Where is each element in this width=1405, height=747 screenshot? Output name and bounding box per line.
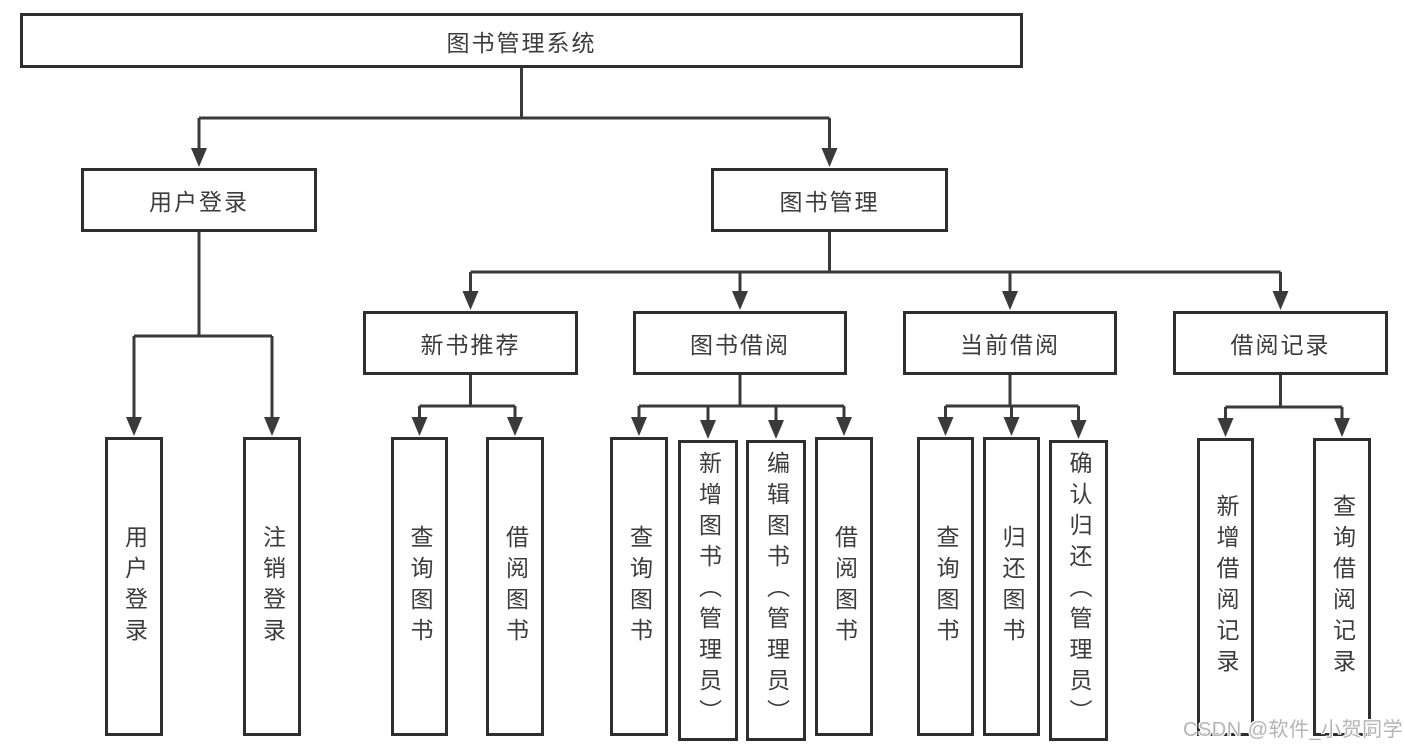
node-label-current-borrow: 当前借阅 xyxy=(960,332,1060,358)
node-bb-query: 查询图书 xyxy=(610,437,668,736)
node-new-book-rec: 新书推荐 xyxy=(363,311,578,375)
node-label-user-login: 用户登录 xyxy=(149,189,249,215)
node-label-new-book-rec: 新书推荐 xyxy=(420,332,521,358)
node-user-login: 用户登录 xyxy=(81,168,317,232)
node-label-borrow-record: 借阅记录 xyxy=(1230,332,1331,358)
node-br-add: 新增借阅记录 xyxy=(1197,438,1254,736)
node-cb-return: 归还图书 xyxy=(983,437,1040,736)
arrowhead-icon xyxy=(462,291,479,310)
node-bb-add: 新增图书（管理员） xyxy=(678,440,738,741)
node-current-borrow: 当前借阅 xyxy=(903,311,1117,375)
node-nb-borrow: 借阅图书 xyxy=(486,437,544,736)
node-label-cb-return: 归还图书 xyxy=(999,524,1025,649)
watermark: CSDN @软件_小贺同学 xyxy=(1183,719,1404,741)
edge-from-current-borrow xyxy=(944,375,1080,422)
arrowhead-icon xyxy=(836,417,852,436)
node-label-root: 图书管理系统 xyxy=(446,29,597,56)
arrowhead-icon xyxy=(126,417,142,436)
node-root: 图书管理系统 xyxy=(20,13,1023,68)
node-borrow-record: 借阅记录 xyxy=(1173,311,1388,375)
node-label-bb-query: 查询图书 xyxy=(626,524,653,649)
arrowhead-icon xyxy=(1003,417,1020,436)
arrowhead-icon xyxy=(631,417,647,436)
edge-from-book-borrow xyxy=(637,375,846,422)
node-label-cb-query: 查询图书 xyxy=(933,524,959,649)
arrowhead-icon xyxy=(191,148,207,167)
arrowhead-icon xyxy=(1272,291,1289,310)
arrowhead-icon xyxy=(411,417,428,436)
node-cb-confirm: 确认归还（管理员） xyxy=(1049,440,1108,741)
arrowhead-icon xyxy=(700,420,716,439)
node-label-bb-borrow: 借阅图书 xyxy=(831,524,858,649)
arrowhead-icon xyxy=(768,420,784,439)
arrowhead-icon xyxy=(1070,420,1087,439)
edge-from-root xyxy=(197,68,831,150)
node-label-ul-logout: 注销登录 xyxy=(259,524,286,649)
node-label-br-query: 查询借阅记录 xyxy=(1329,494,1356,680)
node-label-ul-login: 用户登录 xyxy=(121,524,148,649)
node-label-nb-borrow: 借阅图书 xyxy=(502,524,529,649)
arrowhead-icon xyxy=(732,291,748,310)
arrowhead-icon xyxy=(937,417,954,436)
arrowhead-icon xyxy=(264,417,280,436)
edge-from-new-book-rec xyxy=(418,375,517,419)
arrowhead-icon xyxy=(821,148,838,167)
arrowhead-icon xyxy=(1217,418,1234,437)
arrowhead-icon xyxy=(507,417,523,436)
node-bb-borrow: 借阅图书 xyxy=(815,437,873,736)
node-label-cb-confirm: 确认归还（管理员） xyxy=(1066,451,1092,730)
node-label-bb-edit: 编辑图书（管理员） xyxy=(763,451,790,730)
node-book-mgmt: 图书管理 xyxy=(711,168,948,232)
edge-from-book-mgmt xyxy=(469,232,1282,293)
edge-from-borrow-record xyxy=(1224,375,1344,420)
node-label-nb-query: 查询图书 xyxy=(407,524,433,649)
node-cb-query: 查询图书 xyxy=(917,437,974,736)
node-bb-edit: 编辑图书（管理员） xyxy=(746,440,806,741)
node-label-br-add: 新增借阅记录 xyxy=(1213,494,1239,680)
edge-from-user-login xyxy=(132,232,274,419)
node-book-borrow: 图书借阅 xyxy=(633,311,847,375)
node-label-bb-add: 新增图书（管理员） xyxy=(695,451,722,730)
node-ul-login: 用户登录 xyxy=(105,437,163,736)
node-ul-logout: 注销登录 xyxy=(243,437,301,736)
node-br-query: 查询借阅记录 xyxy=(1313,438,1371,736)
node-label-book-borrow: 图书借阅 xyxy=(690,332,790,358)
node-label-book-mgmt: 图书管理 xyxy=(779,189,880,215)
arrowhead-icon xyxy=(1002,291,1018,310)
node-nb-query: 查询图书 xyxy=(391,437,448,736)
arrowhead-icon xyxy=(1334,418,1350,437)
